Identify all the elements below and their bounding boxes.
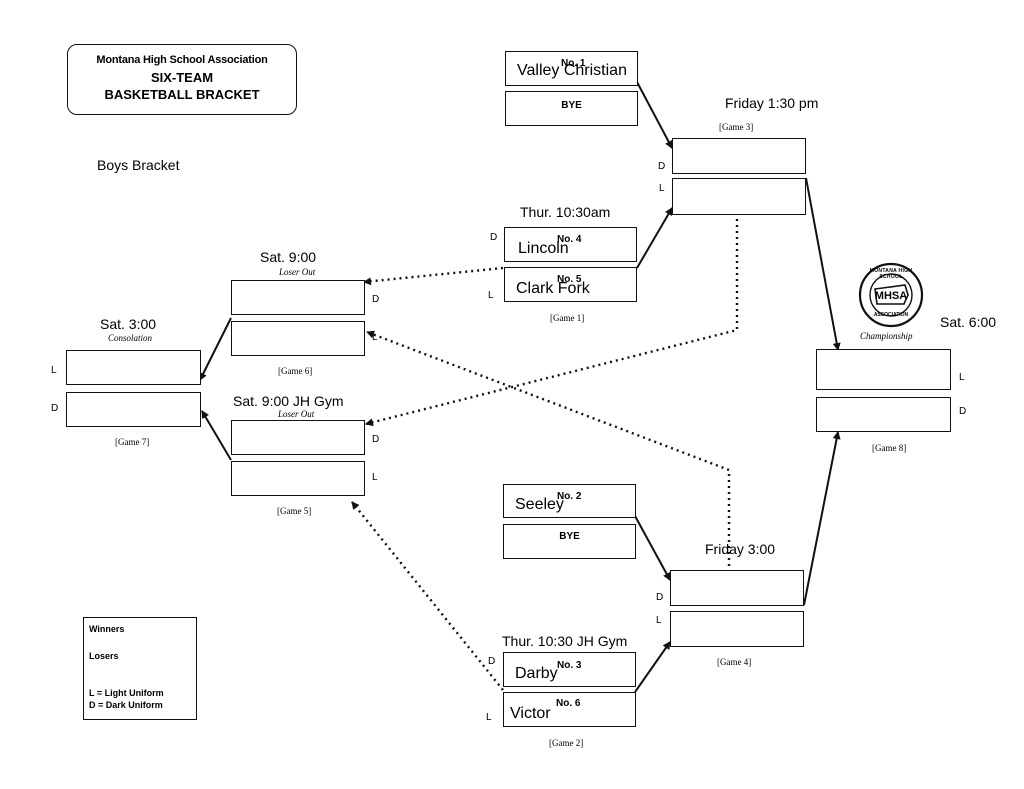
- logo-center-text: MHSA: [874, 290, 908, 302]
- winner-line-g1-to-g3: [636, 207, 673, 269]
- game-8-label: [Game 8]: [872, 443, 907, 453]
- game-7-slot-light: [66, 350, 201, 385]
- game-8-note: Championship: [860, 331, 913, 341]
- legend-dark-label: D = Dark Uniform: [89, 700, 163, 710]
- game-3-time: Friday 1:30 pm: [725, 95, 819, 111]
- legend-winners-label: Winners: [89, 624, 125, 634]
- game-8-slot-light: [816, 349, 951, 390]
- game-4-label: [Game 4]: [717, 657, 752, 667]
- game-6-dark-letter: D: [372, 294, 380, 305]
- bye-label: BYE: [561, 100, 582, 111]
- game-3-light-letter: L: [659, 183, 665, 194]
- seed-number: No. 3: [557, 660, 582, 671]
- game-1-label: [Game 1]: [550, 313, 585, 323]
- game-1-light-letter: L: [488, 290, 494, 301]
- game-6-light-letter: L: [372, 332, 378, 343]
- game-5-note: Loser Out: [278, 409, 315, 419]
- seed-number: No. 2: [557, 491, 582, 502]
- game-7-note: Consolation: [108, 333, 153, 343]
- logo-bottom-text: ASSOCIATION: [873, 312, 909, 318]
- game-6-time: Sat. 9:00: [260, 249, 317, 265]
- game-4-dark-letter: D: [656, 592, 664, 603]
- seed-box-6: No. 6 Victor: [503, 692, 636, 727]
- title-line-3: BASKETBALL BRACKET: [104, 87, 260, 102]
- seed-box-4: No. 4 Lincoln: [504, 227, 637, 262]
- game-3-dark-letter: D: [658, 161, 666, 172]
- legend-losers-label: Losers: [89, 651, 119, 661]
- winner-line-g2-to-g4: [634, 641, 671, 693]
- legend-box: Winners Losers L = Light Uniform D = Dar…: [83, 617, 197, 720]
- game-3-label: [Game 3]: [719, 122, 754, 132]
- loser-line-g4-to-g6: [366, 330, 731, 572]
- game-4-slot-light: [670, 611, 804, 647]
- game-7-light-letter: L: [51, 365, 57, 376]
- game-4-slot-dark: [670, 570, 804, 606]
- loser-line-g3-to-g5: [365, 213, 739, 427]
- seed-box-1: No. 1 Valley Christian: [505, 51, 638, 86]
- team-name: Lincoln: [518, 240, 569, 257]
- team-name: Clark Fork: [516, 280, 590, 297]
- team-name: Darby: [515, 665, 558, 682]
- game-4-time: Friday 3:00: [705, 541, 776, 557]
- game-1-dark-letter: D: [490, 232, 498, 243]
- seed-number: No. 6: [556, 698, 581, 709]
- winner-line-g6-to-g7: [199, 317, 232, 381]
- game-5-slot-dark: [231, 420, 365, 455]
- winner-line-g5-to-g7: [201, 410, 232, 461]
- game-1-time: Thur. 10:30am: [520, 204, 611, 220]
- logo-top-text: MONTANA HIGH SCHOOL: [869, 268, 913, 280]
- title-box: Montana High School Association SIX-TEAM…: [67, 44, 297, 115]
- seed-box-2: No. 2 Seeley: [503, 484, 636, 518]
- game-5-dark-letter: D: [372, 434, 380, 445]
- title-line-1: Montana High School Association: [96, 54, 268, 66]
- game-8-light-letter: L: [959, 372, 965, 383]
- game-7-slot-dark: [66, 392, 201, 427]
- seed-number: No. 4: [557, 234, 582, 245]
- legend-light-label: L = Light Uniform: [89, 688, 164, 698]
- winner-line-g3-to-g8: [805, 177, 841, 351]
- seed-number: No. 5: [557, 274, 582, 285]
- game-7-time: Sat. 3:00: [100, 316, 157, 332]
- game-6-label: [Game 6]: [278, 366, 313, 376]
- game-7-label: [Game 7]: [115, 437, 150, 447]
- game-2-light-letter: L: [486, 712, 492, 723]
- game-2-dark-letter: D: [488, 656, 496, 667]
- game-8-dark-letter: D: [959, 406, 967, 417]
- team-name: Victor: [510, 705, 551, 722]
- game-5-slot-light: [231, 461, 365, 496]
- game-6-slot-light: [231, 321, 365, 356]
- bye-box-2: BYE: [503, 524, 636, 559]
- team-name: Valley Christian: [517, 62, 627, 79]
- winner-line-s2-to-g4: [634, 515, 671, 581]
- game-6-slot-dark: [231, 280, 365, 315]
- bye-box-1: BYE: [505, 91, 638, 126]
- game-6-note: Loser Out: [279, 267, 316, 277]
- game-5-label: [Game 5]: [277, 506, 312, 516]
- bye-label: BYE: [559, 531, 580, 542]
- winner-line-g4-to-g8: [803, 431, 841, 606]
- game-4-light-letter: L: [656, 615, 662, 626]
- game-8-time: Sat. 6:00: [940, 314, 997, 330]
- seed-number: No. 1: [561, 58, 586, 69]
- game-8-slot-dark: [816, 397, 951, 432]
- game-3-slot-light: [672, 178, 806, 215]
- winner-line-s1-to-g3: [636, 81, 673, 149]
- game-5-light-letter: L: [372, 472, 378, 483]
- loser-line-g1-to-g6: [363, 266, 504, 286]
- team-name: Seeley: [515, 496, 564, 513]
- loser-line-g2-to-g5: [351, 501, 504, 691]
- seed-box-3: No. 3 Darby: [503, 652, 636, 687]
- game-7-dark-letter: D: [51, 403, 59, 414]
- seed-box-5: No. 5 Clark Fork: [504, 267, 637, 302]
- title-line-2: SIX-TEAM: [150, 70, 214, 85]
- bracket-name: Boys Bracket: [97, 157, 180, 173]
- mhsa-logo: MONTANA HIGH SCHOOL MHSA ASSOCIATION: [858, 262, 924, 328]
- game-2-time: Thur. 10:30 JH Gym: [502, 633, 628, 649]
- game-2-label: [Game 2]: [549, 738, 584, 748]
- game-5-time: Sat. 9:00 JH Gym: [233, 393, 344, 409]
- game-3-slot-dark: [672, 138, 806, 174]
